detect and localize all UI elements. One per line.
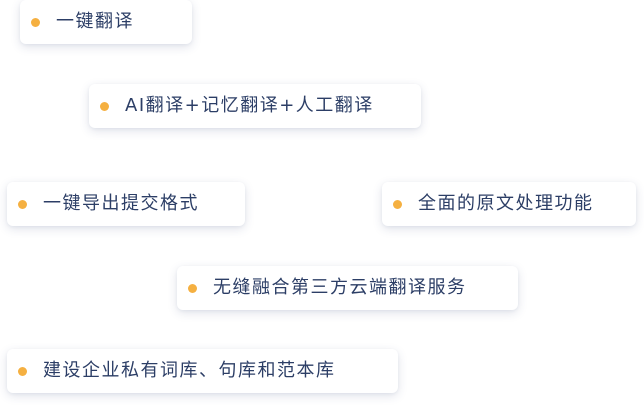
bullet-dot-icon — [393, 199, 402, 209]
feature-label: 一键导出提交格式 — [43, 193, 199, 214]
bullet-dot-icon — [188, 283, 197, 293]
bullet-dot-icon — [18, 199, 27, 209]
feature-label: 建设企业私有词库、句库和范本库 — [43, 360, 336, 381]
feature-label: 一键翻译 — [56, 11, 134, 32]
bullet-dot-icon — [31, 17, 40, 27]
bullet-dot-icon — [100, 101, 109, 111]
bullet-dot-icon — [18, 366, 27, 376]
feature-chip-cloud-translation-services: 无缝融合第三方云端翻译服务 — [177, 266, 518, 310]
feature-chip-ai-memory-human-translate: AI翻译+记忆翻译+人工翻译 — [89, 84, 421, 128]
feature-label: AI翻译+记忆翻译+人工翻译 — [125, 95, 374, 116]
feature-chip-one-click-translate: 一键翻译 — [20, 0, 192, 44]
feature-chip-private-libraries: 建设企业私有词库、句库和范本库 — [7, 349, 398, 393]
feature-chip-one-click-export: 一键导出提交格式 — [7, 182, 245, 226]
feature-chip-source-processing: 全面的原文处理功能 — [382, 182, 636, 226]
feature-label: 无缝融合第三方云端翻译服务 — [213, 277, 467, 298]
feature-label: 全面的原文处理功能 — [418, 193, 594, 214]
